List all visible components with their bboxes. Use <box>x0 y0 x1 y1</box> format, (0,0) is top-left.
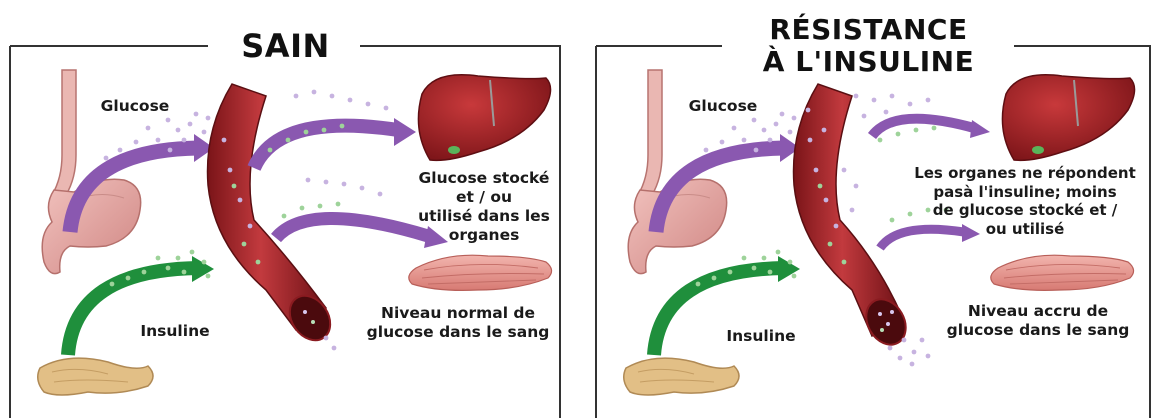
panel-title: RÉSISTANCE À L'INSULINE <box>726 14 1011 78</box>
blood-glucose-label: Niveau accru de glucose dans le sang <box>928 302 1148 340</box>
blood-label-line: glucose dans le sang <box>348 323 568 342</box>
pancreas-icon <box>624 358 739 395</box>
insulin-label: Insuline <box>706 327 816 346</box>
glucose-label: Glucose <box>668 97 778 116</box>
organ-label-line: ou utilisé <box>898 220 1152 239</box>
organ-label: Glucose stocké et / ou utilisé dans les … <box>394 169 574 245</box>
liver-icon <box>1002 75 1134 161</box>
organ-label-line: Les organes ne répondent <box>898 164 1152 183</box>
muscle-icon <box>991 255 1134 290</box>
glucose-label: Glucose <box>80 97 190 116</box>
organ-label: Les organes ne répondent pasà l'insuline… <box>898 164 1152 238</box>
pancreas-icon <box>38 358 153 395</box>
organ-label-line: de glucose stocké et / <box>898 201 1152 220</box>
liver-icon <box>418 75 550 161</box>
glucose-to-liver-arrow <box>872 119 974 136</box>
organ-label-line: utilisé dans les <box>394 207 574 226</box>
glucose-to-liver-arrow <box>254 126 398 168</box>
healthy-panel: SAIN Glucose Insuline Glucose stocké et … <box>8 0 568 418</box>
organ-label-line: organes <box>394 226 574 245</box>
panel-title-line: À L'INSULINE <box>726 46 1011 78</box>
resistant-panel: RÉSISTANCE À L'INSULINE Glucose Insuline… <box>594 0 1153 418</box>
panel-title-line: RÉSISTANCE <box>726 14 1011 46</box>
organ-label-line: Glucose stocké <box>394 169 574 188</box>
blood-label-line: Niveau accru de <box>928 302 1148 321</box>
organ-label-line: et / ou <box>394 188 574 207</box>
blood-glucose-label: Niveau normal de glucose dans le sang <box>348 304 568 342</box>
insulin-arrow-icon <box>68 268 198 355</box>
organ-label-line: pasà l'insuline; moins <box>898 183 1152 202</box>
muscle-icon <box>409 255 552 290</box>
blood-label-line: glucose dans le sang <box>928 321 1148 340</box>
blood-label-line: Niveau normal de <box>348 304 568 323</box>
panel-title: SAIN <box>213 30 358 62</box>
insulin-label: Insuline <box>120 322 230 341</box>
